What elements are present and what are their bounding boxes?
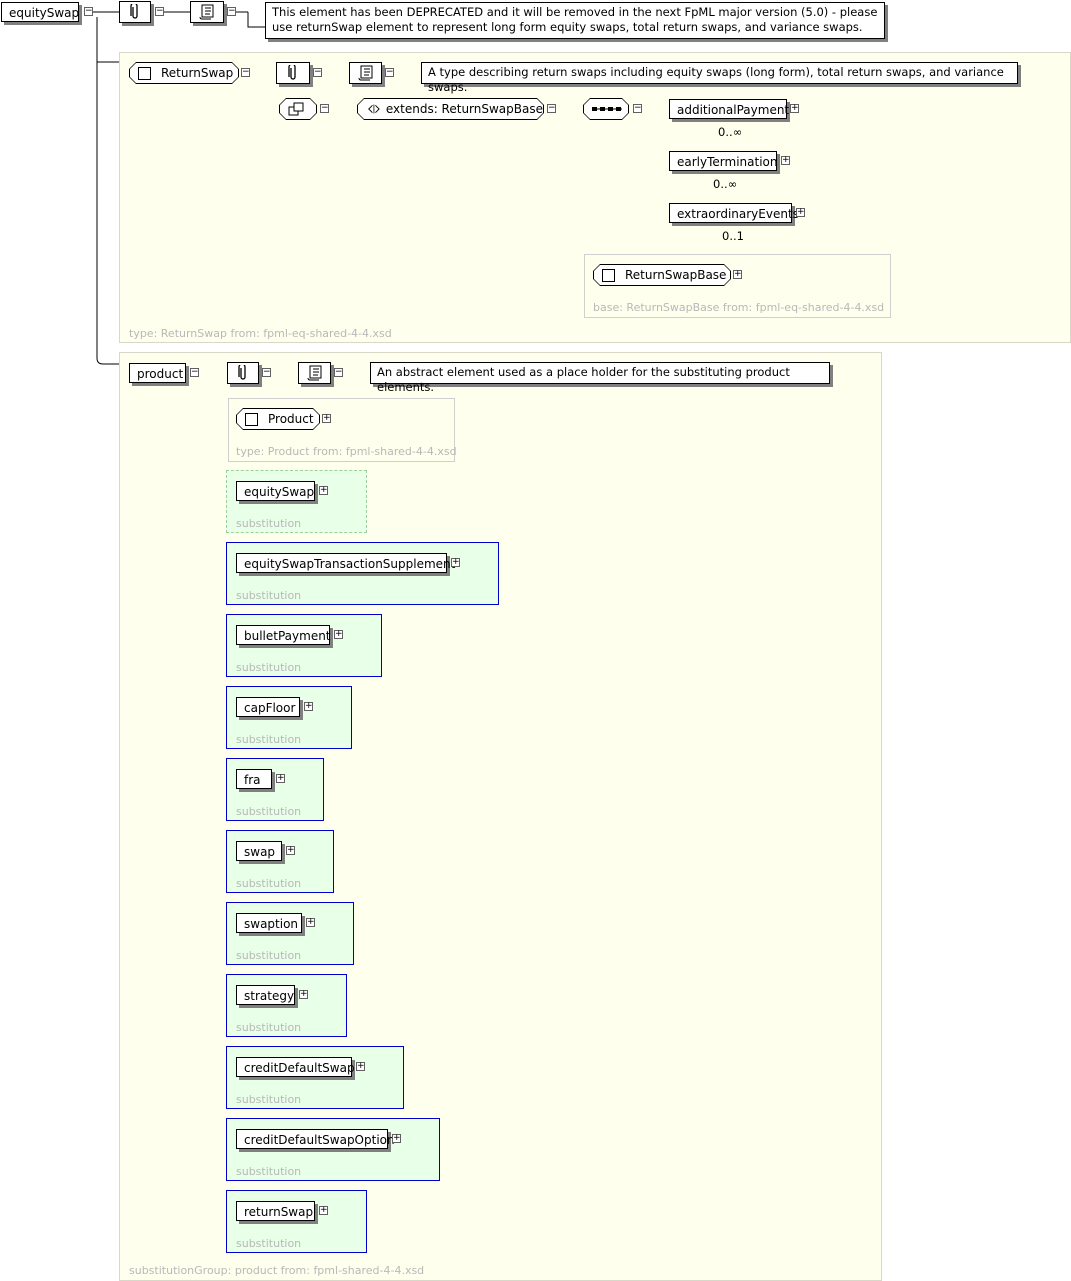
documentation-icon [190,1,224,23]
expand-icon[interactable]: + [451,557,460,567]
product-documentation: An abstract element used as a place hold… [370,362,830,394]
type-documentation: A type describing return swaps including… [421,62,1018,94]
substitution-panel [226,1118,440,1181]
type-name: ReturnSwap [161,66,234,80]
substitution-panel [226,974,347,1037]
annotation-icon [119,1,151,23]
substitution-element[interactable]: strategy [236,985,295,1005]
substitution-label: substitution [236,949,302,962]
base-type-label: base: ReturnSwapBase from: fpml-eq-share… [593,301,885,314]
substitution-panel [226,542,499,605]
collapse-icon[interactable]: − [547,103,556,113]
element-equity-swap[interactable]: equitySwap [1,2,79,22]
substitution-element[interactable]: swaption [236,913,302,933]
expand-icon[interactable]: + [334,629,343,639]
expand-icon[interactable]: + [322,413,331,423]
substitution-label: substitution [236,661,302,674]
substitution-label: substitution [236,877,302,890]
collapse-icon[interactable]: − [262,367,271,377]
product-type-label: type: Product from: fpml-shared-4-4.xsd [236,445,457,458]
extends-label: extends: ReturnSwapBase [385,102,543,116]
substitution-panel [226,830,334,893]
collapse-icon[interactable]: − [313,67,322,77]
substitution-panel [226,470,367,533]
expand-icon[interactable]: + [790,103,799,113]
complex-type-return-swap-base[interactable]: ReturnSwapBase [593,264,731,286]
substitution-panel [226,1190,367,1253]
complex-type-icon [245,413,258,426]
sequence-icon [592,106,622,112]
substitution-label: substitution [236,1093,302,1106]
base-type-name: ReturnSwapBase [625,268,727,282]
substitution-element[interactable]: equitySwapTransactionSupplement [236,553,455,573]
collapse-icon[interactable]: − [385,67,394,77]
collapse-icon[interactable]: − [155,6,164,16]
substitution-panel [226,686,352,749]
collapse-icon[interactable]: − [190,367,199,377]
complex-type-icon [602,269,615,282]
expand-icon[interactable]: + [306,917,315,927]
substitution-label: substitution [236,1165,302,1178]
substitution-group-label: substitutionGroup: product from: fpml-sh… [129,1264,425,1277]
substitution-element[interactable]: returnSwap [236,1201,315,1221]
expand-icon[interactable]: + [392,1133,401,1143]
element-early-termination[interactable]: earlyTermination [669,151,777,171]
cardinality: 0..∞ [713,177,738,191]
complex-type-icon [138,67,151,80]
collapse-icon[interactable]: − [320,103,329,113]
complex-type-product[interactable]: Product [236,408,320,430]
substitution-label: substitution [236,733,302,746]
substitution-panel [226,758,324,821]
collapse-icon[interactable]: − [84,6,93,16]
root-documentation: This element has been DEPRECATED and it … [265,2,885,39]
expand-icon[interactable]: + [796,207,805,217]
extension-icon [368,103,380,115]
documentation-icon [298,362,331,384]
expand-icon[interactable]: + [733,269,742,279]
substitution-panel [226,614,382,677]
substitution-element[interactable]: capFloor [236,697,300,717]
sequence-compositor[interactable] [583,98,629,120]
element-additional-payment[interactable]: additionalPayment [669,99,789,119]
expand-icon[interactable]: + [781,155,790,165]
expand-icon[interactable]: + [319,1205,328,1215]
substitution-element[interactable]: creditDefaultSwapOption [236,1129,395,1149]
complex-content-node[interactable] [279,98,317,120]
substitution-panel [226,1046,404,1109]
annotation-icon [227,362,259,384]
complex-type-return-swap[interactable]: ReturnSwap [129,62,239,84]
collapse-icon[interactable]: − [227,6,236,16]
expand-icon[interactable]: + [299,989,308,999]
substitution-element[interactable]: fra [236,769,272,789]
complex-content-icon [288,102,306,116]
substitution-label: substitution [236,1237,302,1250]
cardinality: 0..1 [722,229,744,243]
product-type-name: Product [268,412,314,426]
substitution-element[interactable]: equitySwap [236,481,315,501]
substitution-label: substitution [236,805,302,818]
collapse-icon[interactable]: − [334,367,343,377]
expand-icon[interactable]: + [356,1061,365,1071]
substitution-element[interactable]: bulletPayment [236,625,331,645]
expand-icon[interactable]: + [319,485,328,495]
substitution-label: substitution [236,1021,302,1034]
cardinality: 0..∞ [718,125,743,139]
substitution-label: substitution [236,517,302,530]
substitution-label: substitution [236,589,302,602]
annotation-icon [276,62,310,84]
element-product[interactable]: product [129,363,186,383]
documentation-icon [349,62,382,84]
substitution-panel [226,902,354,965]
extension-return-swap-base[interactable]: extends: ReturnSwapBase [357,98,544,120]
substitution-element[interactable]: swap [236,841,282,861]
type-panel-label: type: ReturnSwap from: fpml-eq-shared-4-… [129,327,392,340]
collapse-icon[interactable]: − [633,103,642,113]
substitution-element[interactable]: creditDefaultSwap [236,1057,355,1077]
expand-icon[interactable]: + [304,701,313,711]
expand-icon[interactable]: + [286,845,295,855]
expand-icon[interactable]: + [276,773,285,783]
collapse-icon[interactable]: − [241,67,250,77]
element-extraordinary-events[interactable]: extraordinaryEvents [669,203,799,223]
